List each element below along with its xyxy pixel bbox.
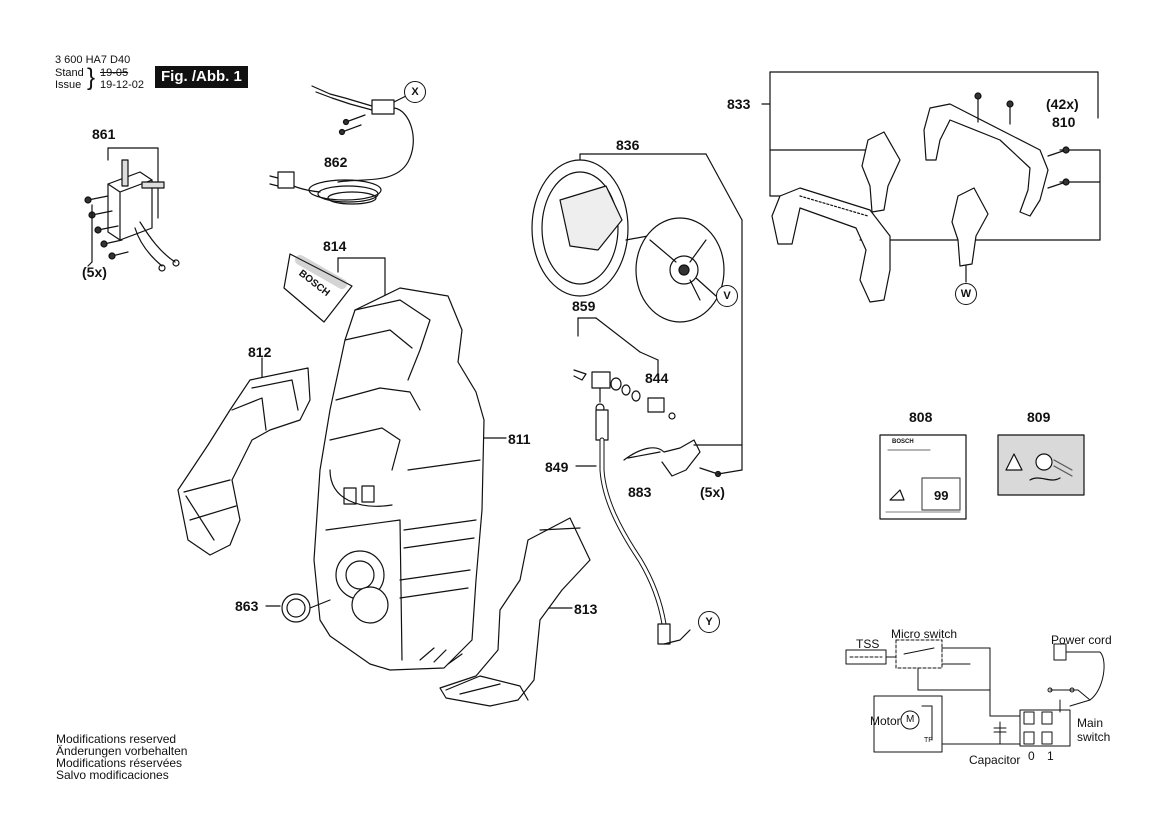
label-5x-mid: (5x) [700,484,725,500]
label-811: 811 [508,431,531,447]
part-833-handle [761,71,1101,303]
stand-label: Stand [55,67,84,79]
label-808: 808 [909,409,933,425]
label-810: 810 [1052,114,1076,130]
label-863: 863 [235,598,259,614]
wiring-capacitor: Capacitor [969,753,1021,767]
part-861-switch-assembly [84,147,180,272]
wiring-power-cord: Power cord [1051,633,1112,647]
footer-line-en: Modifications reserved [56,732,177,746]
label-808-number: 99 [934,488,949,503]
footer-line-es: Salvo modificaciones [56,768,169,782]
wiring-pos-1: 1 [1047,749,1054,763]
footer-notes: Modifications reserved Änderungen vorbeh… [56,733,187,781]
callout-y: Y [698,611,720,633]
figure-label: Fig. /Abb. 1 [155,66,248,88]
label-42x: (42x) [1046,96,1079,112]
part-862-power-cord [269,85,414,205]
label-5x-left: (5x) [82,264,107,280]
label-814: 814 [323,238,347,254]
stand-value: 19-05 [100,67,129,79]
callout-x: X [404,81,426,103]
wiring-diagram [845,639,1105,753]
label-833: 833 [727,96,751,112]
part-811-main-housing [313,287,507,671]
wiring-micro-switch: Micro switch [891,627,958,641]
wiring-pos-0: 0 [1028,749,1035,763]
part-836-hose-reel [531,153,743,446]
part-883-outlet [623,439,743,478]
wiring-motor-symbol: M [906,714,915,725]
part-814-label [283,253,386,323]
label-808-brand: BOSCH [892,439,914,445]
label-813: 813 [574,601,598,617]
label-883: 883 [628,484,652,500]
part-number: 3 600 HA7 D40 [55,54,131,66]
label-859: 859 [572,298,596,314]
wiring-main: Main [1077,716,1104,730]
label-812: 812 [248,344,272,360]
part-812-side-panel [177,357,311,556]
label-849: 849 [545,459,569,475]
wiring-switch: switch [1077,730,1111,744]
wiring-tss: TSS [856,637,880,651]
footer-line-de: Änderungen vorbehalten [56,744,188,758]
issue-label: Issue [55,79,82,91]
callout-w: W [955,283,977,305]
wiring-tp: TP [924,737,933,744]
wiring-motor: Motor [870,714,901,728]
callout-v: V [716,285,738,307]
label-861: 861 [92,126,116,142]
label-809: 809 [1027,409,1051,425]
part-849-hose [575,409,691,645]
footer-line-fr: Modifications réservées [56,756,183,770]
label-862: 862 [324,154,348,170]
part-809-label [997,434,1085,496]
part-859-valve [573,317,676,420]
bracket-glyph: } [87,64,96,91]
issue-value: 19-12-02 [100,79,145,91]
part-863-cap [265,593,331,623]
label-844: 844 [645,370,669,386]
part-813-front-panel [419,517,591,707]
label-836: 836 [616,137,640,153]
part-808-label [879,434,967,520]
